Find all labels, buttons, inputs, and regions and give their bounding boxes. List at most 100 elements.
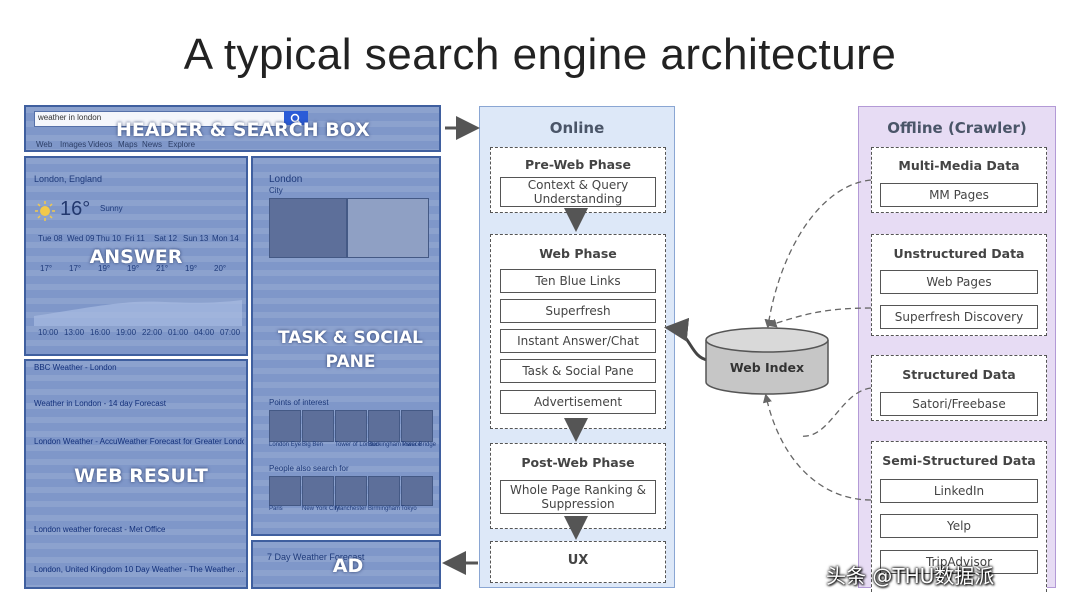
forecast-time: 10:00 bbox=[38, 328, 59, 337]
city-image[interactable] bbox=[401, 476, 433, 506]
people-also-heading: People also search for bbox=[269, 464, 349, 473]
online-column: Online Pre-Web Phase Context & Query Und… bbox=[479, 106, 675, 588]
item-superfresh: Superfresh bbox=[500, 299, 656, 323]
poi-label: Tower of London bbox=[335, 442, 380, 448]
forecast-time: 19:00 bbox=[116, 328, 137, 337]
ux-title: UX bbox=[567, 553, 589, 568]
page-title: A typical search engine architecture bbox=[183, 30, 897, 79]
item-instant-answer: Instant Answer/Chat bbox=[500, 329, 656, 353]
forecast-day: Mon 14 bbox=[212, 234, 239, 243]
city-label: Birmingham bbox=[368, 506, 401, 512]
group-unstructured: Unstructured Data Web Pages Superfresh D… bbox=[871, 234, 1047, 336]
forecast-high: 21° bbox=[156, 264, 169, 273]
city-image[interactable] bbox=[335, 476, 367, 506]
poi-image[interactable] bbox=[368, 410, 400, 442]
web-result-label: WEB RESULT bbox=[74, 465, 208, 487]
forecast-day: Wed 09 bbox=[67, 234, 95, 243]
post-web-title: Post-Web Phase bbox=[521, 455, 635, 470]
task-pane-panel[interactable]: London City Points of interest People al… bbox=[251, 156, 441, 536]
ad-panel[interactable]: 7 Day Weather Forecast AD bbox=[251, 540, 441, 589]
poi-image[interactable] bbox=[302, 410, 334, 442]
pre-web-phase: Pre-Web Phase Context & Query Understand… bbox=[490, 147, 666, 213]
web-result-title[interactable]: London, United Kingdom 10 Day Weather - … bbox=[34, 565, 244, 574]
tab-explore[interactable]: Explore bbox=[168, 140, 196, 149]
poi-image[interactable] bbox=[401, 410, 433, 442]
search-query: weather in london bbox=[38, 113, 102, 122]
sun-icon bbox=[35, 201, 55, 221]
forecast-day: Sun 13 bbox=[183, 234, 209, 243]
poi-heading: Points of interest bbox=[269, 398, 329, 407]
header-panel[interactable]: weather in london Web Images Videos Maps… bbox=[24, 105, 441, 152]
item-yelp: Yelp bbox=[880, 514, 1038, 538]
forecast-time: 22:00 bbox=[142, 328, 163, 337]
item-linkedin: LinkedIn bbox=[880, 479, 1038, 503]
temperature-graph bbox=[34, 300, 242, 326]
tab-maps[interactable]: Maps bbox=[118, 140, 138, 149]
post-web-phase: Post-Web Phase Whole Page Ranking & Supp… bbox=[490, 443, 666, 529]
group-semistructured: Semi-Structured Data LinkedIn Yelp TripA… bbox=[871, 441, 1047, 592]
answer-label: ANSWER bbox=[89, 246, 183, 268]
forecast-time: 07:00 bbox=[220, 328, 241, 337]
city-label: Paris bbox=[269, 506, 283, 512]
group-unstructured-title: Unstructured Data bbox=[893, 246, 1025, 261]
forecast-high: 19° bbox=[185, 264, 198, 273]
tab-news[interactable]: News bbox=[142, 140, 163, 149]
forecast-high: 20° bbox=[214, 264, 227, 273]
search-icon bbox=[290, 113, 301, 124]
group-structured-title: Structured Data bbox=[902, 367, 1016, 382]
forecast-day: Fri 11 bbox=[125, 234, 145, 243]
group-semistructured-title: Semi-Structured Data bbox=[882, 453, 1036, 468]
forecast-day: Sat 12 bbox=[154, 234, 178, 243]
forecast-high: 17° bbox=[69, 264, 82, 273]
dashed-semistructured-to-index bbox=[762, 393, 872, 501]
forecast-high: 19° bbox=[98, 264, 111, 273]
web-result-title[interactable]: London weather forecast - Met Office bbox=[34, 525, 166, 534]
task-sub: City bbox=[269, 186, 283, 195]
city-image[interactable] bbox=[302, 476, 334, 506]
online-title: Online bbox=[549, 119, 605, 137]
tab-web[interactable]: Web bbox=[36, 140, 53, 149]
city-label: Tokyo bbox=[401, 506, 417, 512]
group-multimedia: Multi-Media Data MM Pages bbox=[871, 147, 1047, 213]
ad-label: AD bbox=[332, 555, 364, 577]
task-place: London bbox=[269, 174, 303, 185]
offline-column: Offline (Crawler) Multi-Media Data MM Pa… bbox=[858, 106, 1056, 592]
forecast-day: Thu 10 bbox=[96, 234, 121, 243]
item-superfresh-discovery: Superfresh Discovery bbox=[880, 305, 1038, 329]
web-result-title[interactable]: Weather in London - 14 day Forecast bbox=[34, 399, 166, 408]
item-web-pages: Web Pages bbox=[880, 270, 1038, 294]
ux-phase: UX bbox=[490, 541, 666, 583]
web-result-title[interactable]: London Weather - AccuWeather Forecast fo… bbox=[34, 437, 244, 446]
group-structured: Structured Data Satori/Freebase bbox=[871, 355, 1047, 421]
web-result-title[interactable]: BBC Weather - London bbox=[34, 363, 117, 372]
item-tripadvisor: TripAdvisor bbox=[880, 550, 1038, 574]
city-image[interactable] bbox=[368, 476, 400, 506]
london-photo bbox=[269, 198, 347, 258]
city-label: New York City bbox=[302, 506, 340, 512]
poi-image[interactable] bbox=[269, 410, 301, 442]
forecast-high: 17° bbox=[40, 264, 53, 273]
offline-title: Offline (Crawler) bbox=[887, 119, 1027, 137]
tab-images[interactable]: Images bbox=[60, 140, 87, 149]
ad-headline[interactable]: 7 Day Weather Forecast bbox=[267, 552, 365, 562]
group-multimedia-title: Multi-Media Data bbox=[898, 158, 1020, 173]
tab-videos[interactable]: Videos bbox=[88, 140, 113, 149]
item-whole-page-ranking: Whole Page Ranking & Suppression bbox=[500, 480, 656, 514]
forecast-time: 04:00 bbox=[194, 328, 215, 337]
london-map bbox=[347, 198, 429, 258]
item-mm-pages: MM Pages bbox=[880, 183, 1038, 207]
task-label: TASK & SOCIAL PANE bbox=[278, 328, 423, 372]
answer-condition: Sunny bbox=[100, 204, 123, 213]
forecast-time: 13:00 bbox=[64, 328, 85, 337]
city-image[interactable] bbox=[269, 476, 301, 506]
watermark: 头条 @THU数据派 bbox=[826, 564, 995, 588]
item-satori-freebase: Satori/Freebase bbox=[880, 392, 1038, 416]
dashed-unstructured-to-index bbox=[767, 307, 872, 328]
poi-label: London Eye bbox=[269, 442, 302, 448]
dashed-structured-line bbox=[799, 387, 872, 437]
search-button[interactable] bbox=[284, 111, 308, 125]
city-label: Manchester bbox=[335, 506, 367, 512]
poi-image[interactable] bbox=[335, 410, 367, 442]
